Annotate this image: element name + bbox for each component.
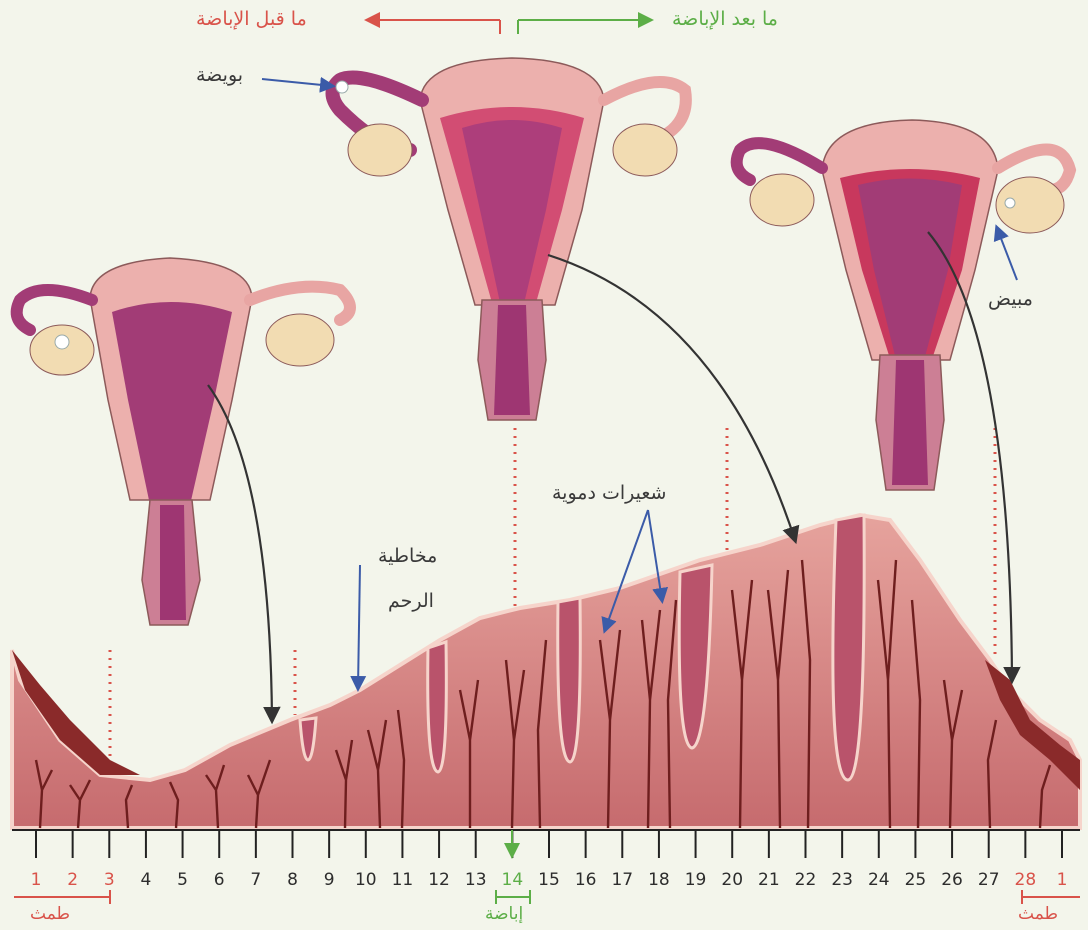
timeline-day-label: 15 [534, 870, 564, 890]
menstruation-label-start: طمث [30, 904, 70, 924]
capillaries-label: شعيرات دموية [552, 482, 666, 504]
timeline-day-label: 2 [58, 870, 88, 890]
timeline-axis [12, 830, 1080, 904]
post-ovulation-label: ما بعد الإباضة [672, 8, 778, 30]
timeline-day-label: 21 [754, 870, 784, 890]
timeline-day-label: 28 [1010, 870, 1040, 890]
timeline-day-label: 13 [461, 870, 491, 890]
pre-ovulation-label: ما قبل الإباضة [196, 8, 307, 30]
timeline-day-label: 12 [424, 870, 454, 890]
uterus-early [17, 258, 350, 625]
ovary-label: مبيض [988, 288, 1033, 310]
ovulation-day-label: إباضة [485, 904, 523, 924]
menstruation-label-end: طمث [1018, 904, 1058, 924]
timeline-day-label: 1 [21, 870, 51, 890]
endometrium-label-line2: الرحم [388, 590, 434, 612]
timeline-day-label: 8 [278, 870, 308, 890]
timeline-day-label: 17 [607, 870, 637, 890]
timeline-day-label: 16 [571, 870, 601, 890]
uterus-ovulation [333, 58, 686, 420]
timeline-day-label: 26 [937, 870, 967, 890]
timeline-day-label: 19 [681, 870, 711, 890]
timeline-day-label: 24 [864, 870, 894, 890]
timeline-day-label: 3 [94, 870, 124, 890]
timeline-day-label: 23 [827, 870, 857, 890]
timeline-day-label: 5 [168, 870, 198, 890]
timeline-day-label: 1 [1047, 870, 1077, 890]
timeline-day-label: 14 [497, 870, 527, 890]
timeline-day-label: 6 [204, 870, 234, 890]
timeline-day-label: 10 [351, 870, 381, 890]
timeline-day-label: 18 [644, 870, 674, 890]
timeline-day-label: 25 [900, 870, 930, 890]
phase-header-arrows [368, 20, 650, 34]
timeline-day-label: 4 [131, 870, 161, 890]
timeline-day-label: 27 [974, 870, 1004, 890]
timeline-day-label: 11 [387, 870, 417, 890]
timeline-day-label: 22 [791, 870, 821, 890]
timeline-day-label: 20 [717, 870, 747, 890]
timeline-day-label: 9 [314, 870, 344, 890]
ovum-label: بويضة [196, 64, 243, 86]
timeline-day-label: 7 [241, 870, 271, 890]
endometrium-label-line1: مخاطية [378, 545, 437, 567]
